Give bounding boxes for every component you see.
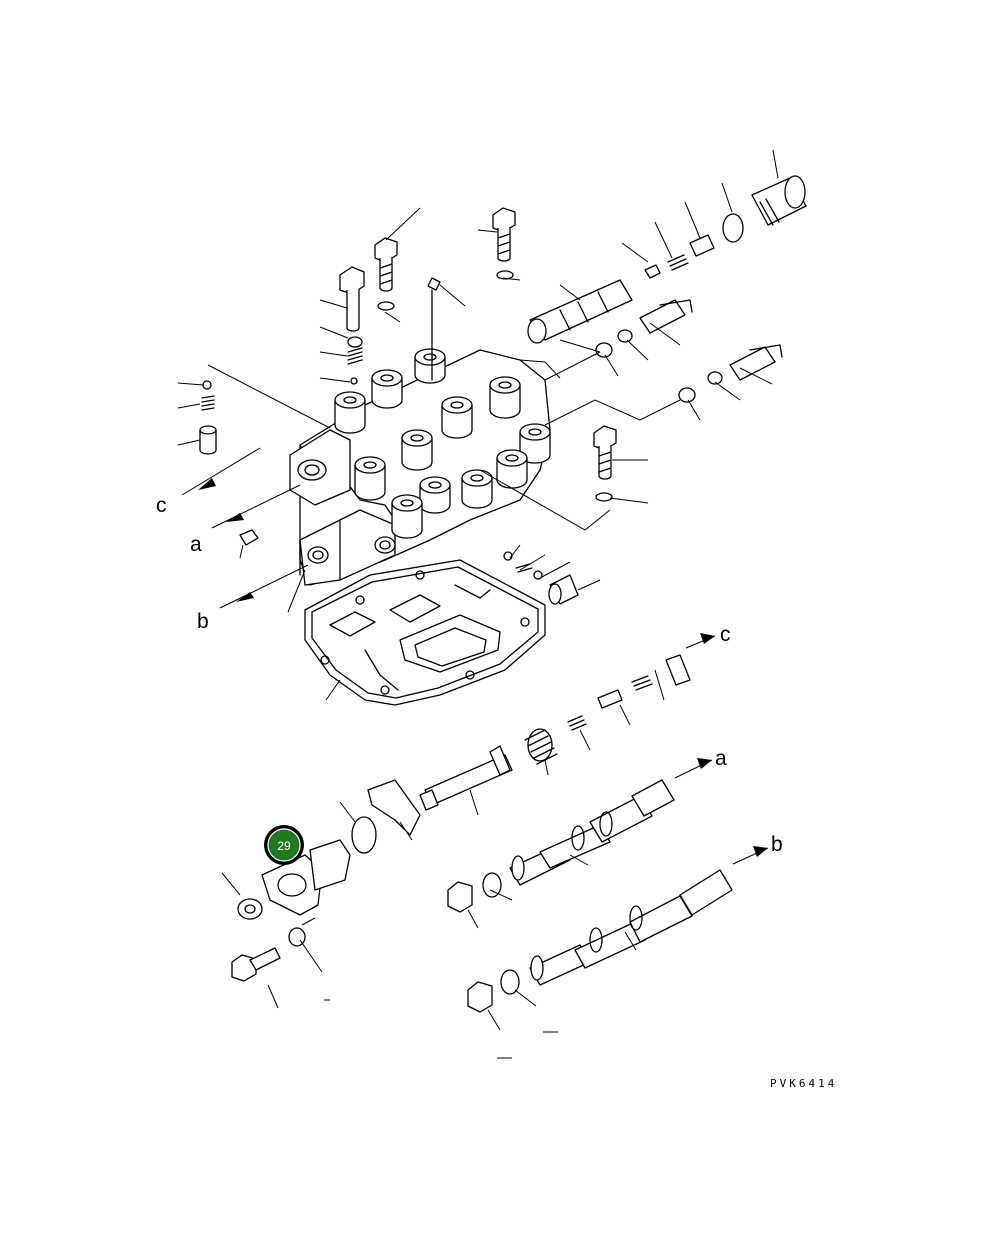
flow-label-b-upper: b <box>197 610 209 633</box>
separator-plate <box>304 559 546 706</box>
flow-label-a-upper: a <box>190 533 202 556</box>
flow-label-c-upper: c <box>156 494 167 517</box>
upper-right-parts <box>503 175 807 605</box>
leader-lines-upper <box>177 149 779 701</box>
callout-badge-29[interactable]: 29 <box>264 825 304 865</box>
callout-badge-label: 29 <box>277 839 291 853</box>
flow-label-b-lower: b <box>771 833 783 856</box>
flow-arrows-lower <box>674 633 769 865</box>
flow-label-a-lower: a <box>715 747 727 770</box>
lower-spools <box>231 654 733 1013</box>
drawing-code: PVK6414 <box>770 1077 837 1090</box>
flow-arrows-upper <box>181 447 309 609</box>
valve-bosses <box>334 348 551 539</box>
flow-label-c-lower: c <box>720 623 731 646</box>
leader-lines-lower <box>221 669 665 1059</box>
valve-body <box>289 348 551 586</box>
upper-bolts <box>339 207 617 502</box>
